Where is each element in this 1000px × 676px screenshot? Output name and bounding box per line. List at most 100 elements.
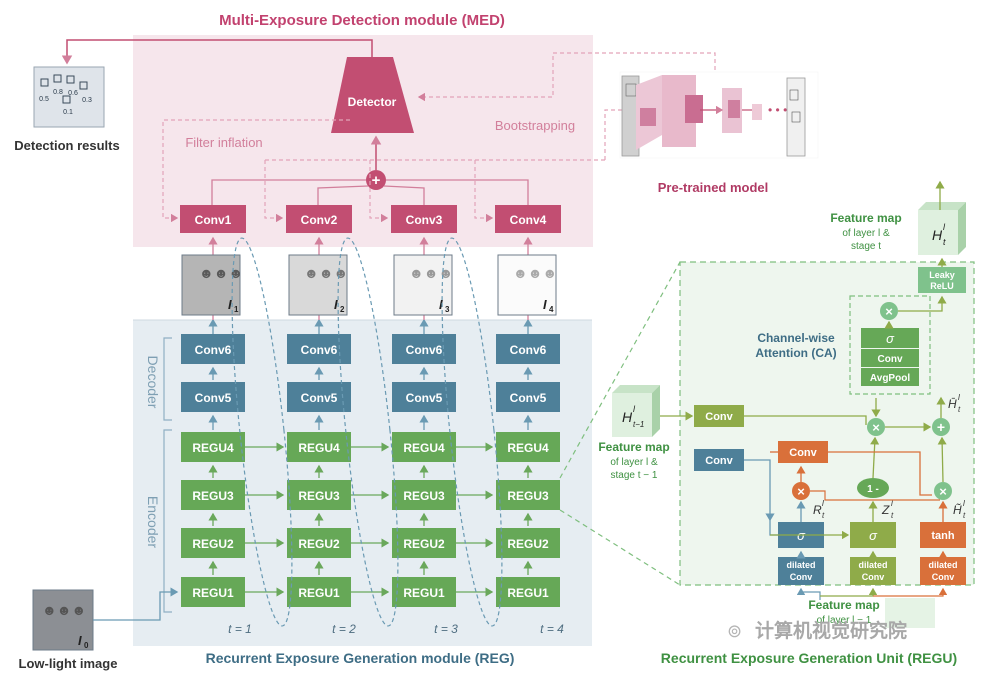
svg-text:×: × (797, 484, 805, 499)
detector-block: Detector (331, 57, 414, 133)
svg-text:Conv: Conv (705, 455, 733, 467)
svg-text:t: t (958, 405, 961, 414)
svg-text:Conv5: Conv5 (406, 391, 443, 405)
svg-text:l: l (943, 222, 946, 232)
svg-text:dilated: dilated (928, 560, 957, 570)
timestep-dashed-loops (231, 237, 503, 627)
svg-text:of layer l &: of layer l & (842, 228, 890, 239)
svg-text:☻☻☻: ☻☻☻ (199, 265, 243, 281)
svg-text:Conv3: Conv3 (406, 213, 443, 227)
svg-text:t: t (822, 511, 825, 520)
svg-text:Channel-wise: Channel-wise (757, 331, 835, 345)
svg-text:0.8: 0.8 (53, 89, 63, 96)
svg-text:REGU2: REGU2 (298, 537, 340, 551)
ca-avgpool-block: AvgPool (861, 368, 919, 386)
svg-text:Conv: Conv (878, 354, 903, 365)
svg-text:l: l (958, 393, 960, 402)
med-fusion-lines (211, 179, 529, 205)
svg-text:⊚: ⊚ (727, 621, 742, 641)
svg-text:1: 1 (234, 305, 239, 314)
svg-text:R: R (813, 503, 822, 517)
svg-text:Conv5: Conv5 (301, 391, 338, 405)
hprev-conv-block: Conv (694, 405, 744, 427)
ca-sigma-block: σ (861, 328, 919, 348)
med-conv-row: Conv1 Conv2 Conv3 Conv4 (180, 205, 561, 233)
update-gate-sigma: σ (850, 522, 896, 548)
svg-text:0.6: 0.6 (68, 90, 78, 97)
svg-text:REGU4: REGU4 (507, 441, 549, 455)
reg-title: Recurrent Exposure Generation module (RE… (206, 650, 515, 666)
svg-text:Conv6: Conv6 (510, 343, 547, 357)
svg-text:☻☻☻: ☻☻☻ (304, 265, 348, 281)
svg-text:Conv5: Conv5 (195, 391, 232, 405)
update-multiply-node: × (934, 482, 952, 500)
regu-title: Recurrent Exposure Generation Unit (REGU… (661, 650, 957, 666)
lowlight-image-thumbnail: ☻☻☻ I 0 (32, 587, 179, 651)
svg-text:Conv2: Conv2 (301, 213, 338, 227)
output-feature-map-cube: H l t (918, 202, 966, 255)
svg-text:l: l (963, 499, 965, 508)
svg-text:Feature map: Feature map (830, 211, 901, 225)
svg-text:☻☻☻: ☻☻☻ (513, 265, 557, 281)
svg-text:×: × (939, 484, 947, 499)
svg-text:REGU1: REGU1 (403, 586, 445, 600)
decoder-encoder-brackets: Decoder Encoder (145, 337, 172, 613)
svg-text:Conv: Conv (705, 411, 733, 423)
svg-text:计算机视觉研究院: 计算机视觉研究院 (755, 619, 907, 642)
svg-text:REGU3: REGU3 (403, 489, 445, 503)
candidate-conv-block: Conv (778, 441, 828, 463)
svg-text:Z: Z (881, 503, 890, 517)
svg-text:REGU2: REGU2 (507, 537, 549, 551)
svg-text:×: × (872, 420, 880, 435)
ca-conv-block: Conv (861, 349, 919, 367)
svg-text:H̃: H̃ (953, 502, 962, 517)
svg-text:4: 4 (549, 305, 554, 314)
prev-feature-map-cube: H l t−1 (612, 385, 660, 437)
reg-column-3: ☻☻☻ I 3 Conv6 Conv5 REGU4 REGU3 REGU2 RE… (392, 236, 458, 636)
svg-text:REGU1: REGU1 (192, 586, 234, 600)
reg-column-4: ☻☻☻ I 4 Conv6 Conv5 REGU4 REGU3 REGU2 RE… (496, 236, 564, 636)
svg-text:REGU2: REGU2 (403, 537, 445, 551)
svg-text:REGU4: REGU4 (192, 441, 234, 455)
svg-text:3: 3 (445, 305, 450, 314)
svg-text:Leaky: Leaky (929, 270, 955, 280)
svg-text:0: 0 (84, 641, 89, 650)
state-plus-node: + (932, 418, 950, 436)
svg-text:2: 2 (340, 305, 345, 314)
svg-text:H: H (932, 227, 943, 243)
keep-multiply-node: × (867, 418, 885, 436)
reset-dilated-conv: dilated Conv (778, 557, 824, 585)
svg-text:stage t: stage t (851, 241, 881, 252)
med-title: Multi-Exposure Detection module (MED) (219, 12, 505, 29)
svg-text:0.5: 0.5 (39, 96, 49, 103)
svg-text:+: + (937, 419, 945, 435)
svg-text:stage t − 1: stage t − 1 (611, 470, 658, 481)
prev-feature-map-label: Feature map of layer l & stage t − 1 (598, 440, 669, 481)
svg-text:H: H (622, 409, 633, 425)
r-gate-label: R l t (813, 499, 825, 520)
z-gate-label: Z l t (881, 499, 894, 520)
svg-text:dilated: dilated (858, 560, 887, 570)
hbar-label: H̄ l t (948, 393, 961, 414)
svg-text:I: I (78, 633, 82, 648)
svg-text:σ: σ (886, 331, 895, 346)
svg-text:l: l (891, 499, 893, 508)
svg-text:Feature map: Feature map (808, 598, 879, 612)
fusion-plus-node: + (366, 170, 386, 190)
svg-text:t: t (891, 511, 894, 520)
svg-text:of layer l &: of layer l & (610, 457, 658, 468)
svg-text:REGU2: REGU2 (192, 537, 234, 551)
svg-text:σ: σ (869, 528, 878, 543)
pretrained-model-illustration: • • • (619, 71, 819, 159)
output-feature-map-label: Feature map of layer l & stage t (830, 211, 901, 252)
detector-label: Detector (348, 95, 397, 109)
svg-text:t = 1: t = 1 (228, 622, 252, 636)
filter-inflation-label: Filter inflation (185, 135, 262, 150)
svg-text:Conv1: Conv1 (195, 213, 232, 227)
svg-text:Conv4: Conv4 (510, 213, 547, 227)
svg-text:l: l (633, 404, 636, 414)
candidate-dilated-conv: dilated Conv (920, 557, 966, 585)
leaky-relu-block: Leaky ReLU (918, 267, 966, 293)
svg-text:t−1: t−1 (633, 420, 644, 429)
